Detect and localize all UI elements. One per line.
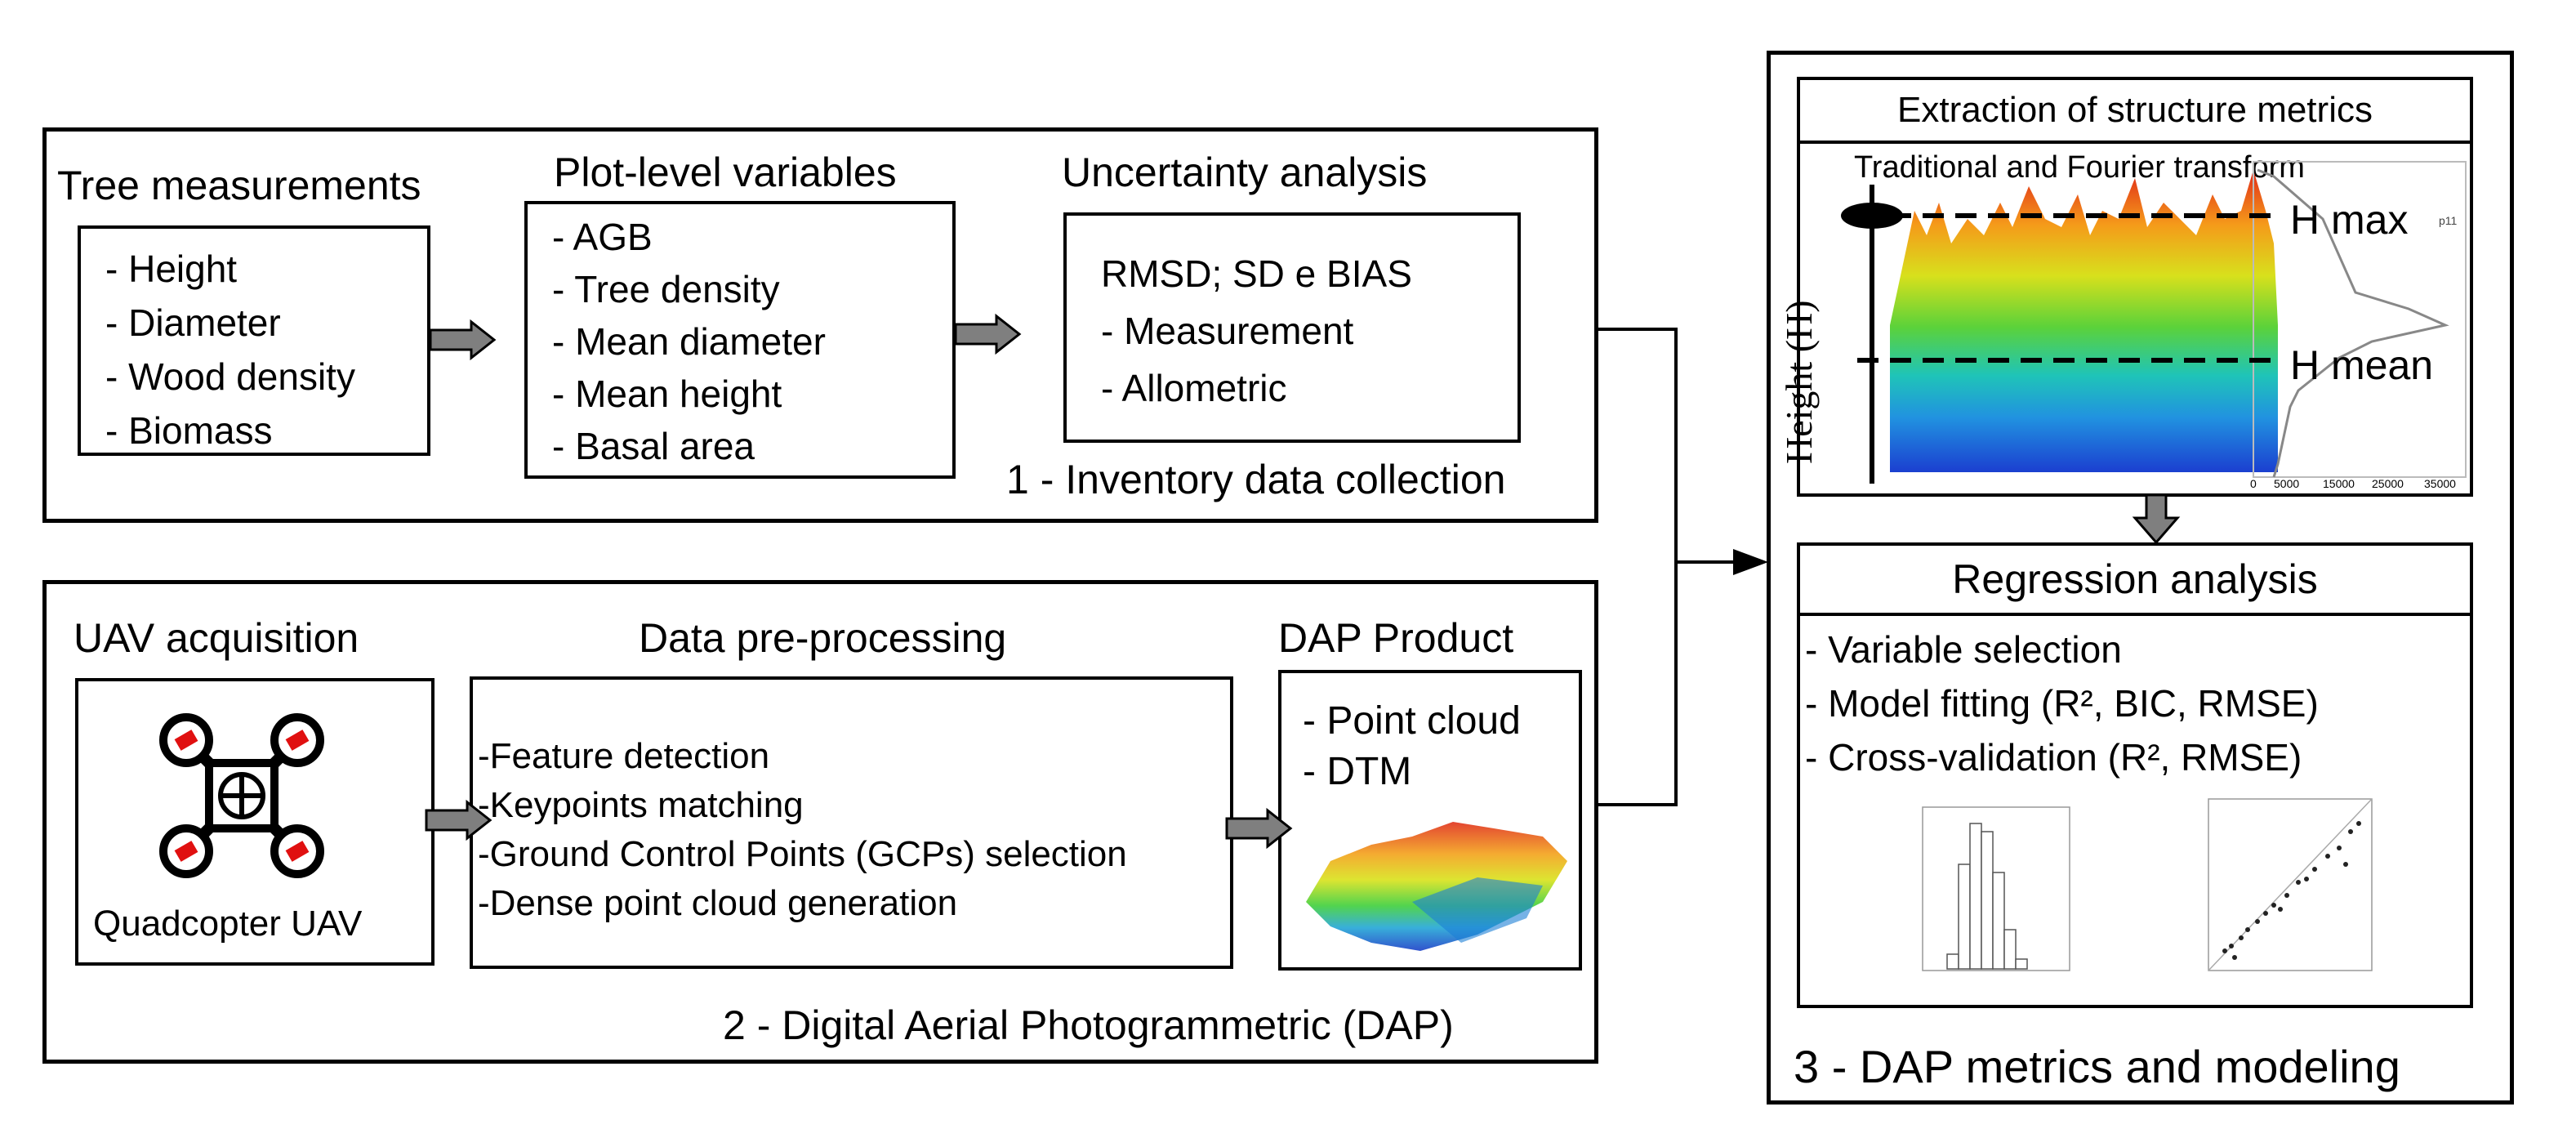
list-item: RMSD; SD e BIAS — [1101, 252, 1412, 295]
tree-measurements-list: - Height - Diameter - Wood density - Bio… — [105, 242, 355, 457]
list-item: - AGB — [552, 216, 653, 258]
plot-tag: p11 — [2439, 214, 2458, 227]
x-tick-label: 15000 — [2323, 477, 2355, 490]
uav-label: Quadcopter UAV — [93, 904, 363, 944]
quadcopter-icon — [159, 713, 324, 878]
uncertainty-title: Uncertainty analysis — [1062, 150, 1428, 195]
list-item: - Cross-validation (R², RMSE) — [1805, 736, 2302, 779]
scatter-thumbnail — [2208, 798, 2373, 971]
plot-level-box: - AGB - Tree density - Mean diameter - M… — [524, 201, 956, 479]
regression-title: Regression analysis — [1800, 546, 2470, 616]
list-item: - Mean diameter — [552, 320, 826, 363]
list-item: -Ground Control Points (GCPs) selection — [478, 834, 1127, 874]
x-tick-label: 0 — [2250, 477, 2257, 490]
list-item: - Variable selection — [1805, 628, 2122, 671]
arrow-right-icon — [954, 313, 1022, 355]
list-item: - Measurement — [1101, 310, 1354, 352]
arrow-down-icon — [2132, 493, 2181, 545]
list-item: - Allometric — [1101, 367, 1287, 409]
list-item: -Feature detection — [478, 736, 770, 776]
canopy-profile-plot — [1841, 161, 2467, 484]
extraction-subtitle: Traditional and Fourier transform — [1854, 150, 2305, 185]
list-item: -Dense point cloud generation — [478, 883, 958, 923]
list-item: - Height — [105, 248, 238, 290]
list-item: - Mean height — [552, 373, 782, 415]
list-item: - Diameter — [105, 301, 281, 344]
inventory-caption: 1 - Inventory data collection — [1006, 457, 1506, 502]
list-item: - Point cloud — [1303, 699, 1521, 743]
tree-measurements-box: - Height - Diameter - Wood density - Bio… — [78, 225, 430, 456]
list-item: - Wood density — [105, 355, 355, 398]
plot-level-title: Plot-level variables — [554, 150, 897, 195]
uncertainty-list: RMSD; SD e BIAS - Measurement - Allometr… — [1101, 245, 1412, 417]
arrow-right-icon — [1225, 807, 1293, 850]
y-axis-label: Height (H) — [1778, 300, 1820, 464]
h-max-label: H max — [2290, 197, 2409, 243]
dap-product-list: - Point cloud - DTM — [1303, 696, 1521, 797]
arrow-right-icon — [425, 799, 492, 841]
list-item: -Keypoints matching — [478, 785, 804, 825]
dap-product-title: DAP Product — [1278, 615, 1514, 661]
metrics-caption: 3 - DAP metrics and modeling — [1794, 1041, 2400, 1092]
x-tick-label: 5000 — [2274, 477, 2300, 490]
regression-box: Regression analysis - Variable selection… — [1797, 542, 2473, 1008]
list-item: - DTM — [1303, 750, 1412, 793]
point-cloud-image — [1306, 822, 1567, 951]
extraction-box: Extraction of structure metrics Traditio… — [1778, 77, 2473, 497]
preprocessing-title: Data pre-processing — [639, 615, 1007, 661]
list-item: - Model fitting (R², BIC, RMSE) — [1805, 682, 2319, 725]
list-item: - Biomass — [105, 409, 273, 452]
preprocessing-list: -Feature detection -Keypoints matching -… — [478, 732, 1127, 928]
dap-caption: 2 - Digital Aerial Photogrammetric (DAP) — [723, 1002, 1454, 1048]
regression-list: - Variable selection - Model fitting (R²… — [1805, 623, 2319, 784]
x-tick-label: 25000 — [2372, 477, 2404, 490]
list-item: - Basal area — [552, 425, 755, 467]
list-item: - Tree density — [552, 268, 780, 310]
extraction-title: Extraction of structure metrics — [1800, 80, 2470, 144]
dap-product-box: - Point cloud - DTM — [1278, 670, 1582, 971]
uav-box: Quadcopter UAV — [75, 678, 435, 966]
tree-measurements-title: Tree measurements — [57, 163, 421, 208]
h-mean-label: H mean — [2290, 342, 2434, 388]
histogram-thumbnail — [1922, 806, 2070, 971]
uav-acquisition-title: UAV acquisition — [74, 615, 359, 661]
plot-level-list: - AGB - Tree density - Mean diameter - M… — [552, 211, 826, 472]
arrow-right-icon — [429, 319, 497, 361]
uncertainty-box: RMSD; SD e BIAS - Measurement - Allometr… — [1063, 212, 1521, 443]
x-tick-label: 35000 — [2424, 477, 2456, 490]
